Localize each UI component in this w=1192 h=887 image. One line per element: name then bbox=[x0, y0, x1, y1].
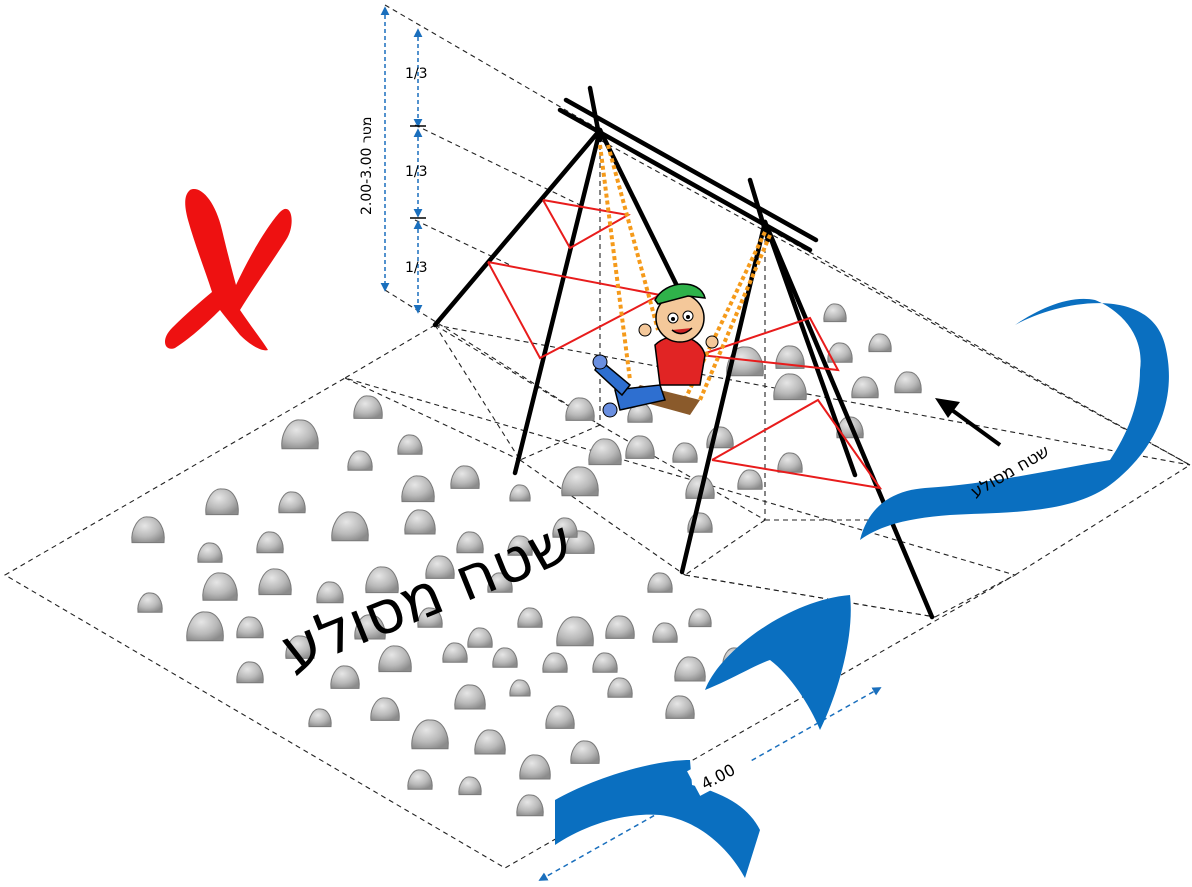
rock bbox=[256, 531, 284, 554]
rock bbox=[330, 665, 360, 689]
rock bbox=[454, 684, 486, 710]
rock bbox=[236, 661, 264, 684]
rock bbox=[487, 572, 513, 593]
rock bbox=[737, 469, 763, 490]
rock bbox=[509, 679, 531, 697]
rock bbox=[607, 677, 633, 698]
rock bbox=[492, 647, 518, 668]
rock bbox=[186, 611, 224, 642]
pointer-arrow-icon bbox=[935, 398, 1002, 447]
rock bbox=[773, 373, 807, 401]
rock bbox=[202, 572, 238, 601]
rock bbox=[417, 607, 443, 628]
rock bbox=[561, 466, 599, 497]
rock bbox=[665, 695, 695, 719]
rock bbox=[450, 465, 480, 489]
rock bbox=[407, 769, 433, 790]
rock bbox=[456, 531, 484, 554]
rock bbox=[258, 568, 292, 596]
rock bbox=[281, 419, 319, 450]
red-x-icon bbox=[164, 189, 292, 351]
rock bbox=[397, 434, 423, 455]
height-range-label: 2.00-3.00 מטר bbox=[359, 117, 375, 215]
rock bbox=[868, 333, 892, 353]
width-dimension-label-background bbox=[687, 742, 755, 796]
rock bbox=[777, 452, 803, 473]
rock bbox=[516, 794, 544, 817]
rock bbox=[542, 652, 568, 673]
rock bbox=[823, 303, 847, 323]
rock bbox=[519, 754, 551, 780]
rock bbox=[588, 438, 622, 466]
rock bbox=[625, 435, 655, 459]
rock bbox=[236, 616, 264, 639]
ground-grid bbox=[3, 4, 1191, 869]
height-dimension bbox=[380, 6, 423, 314]
rock bbox=[370, 697, 400, 721]
rock bbox=[474, 729, 506, 755]
rock bbox=[851, 376, 879, 399]
rock bbox=[197, 542, 223, 563]
rock bbox=[894, 371, 922, 394]
rock bbox=[137, 592, 163, 613]
rock bbox=[552, 517, 578, 538]
rock bbox=[674, 656, 706, 682]
swing-frame bbox=[432, 85, 935, 620]
rock bbox=[507, 535, 533, 556]
rock bbox=[652, 622, 678, 643]
rock bbox=[688, 608, 712, 628]
rock bbox=[442, 642, 468, 663]
rock bbox=[647, 572, 673, 593]
rock bbox=[509, 484, 531, 502]
rock bbox=[467, 627, 493, 648]
rock bbox=[565, 397, 595, 421]
rock bbox=[347, 450, 373, 471]
rock bbox=[331, 511, 369, 542]
third-label-bottom: 1/3 bbox=[405, 260, 428, 276]
red-bracing bbox=[487, 199, 883, 490]
rock bbox=[672, 442, 698, 463]
rock bbox=[517, 607, 543, 628]
rock bbox=[316, 581, 344, 604]
rock bbox=[545, 705, 575, 729]
rock bbox=[458, 776, 482, 796]
rock bbox=[401, 475, 435, 503]
third-label-middle: 1/3 bbox=[405, 164, 428, 180]
rock bbox=[131, 516, 165, 544]
rock bbox=[404, 509, 436, 535]
child-on-swing-illustration bbox=[592, 283, 719, 418]
rock bbox=[285, 635, 315, 659]
rock bbox=[570, 740, 600, 764]
rock bbox=[378, 645, 412, 673]
rock bbox=[775, 345, 805, 369]
rock bbox=[425, 555, 455, 579]
rock bbox=[605, 615, 635, 639]
third-label-top: 1/3 bbox=[405, 66, 428, 82]
blue-curved-arrow-icon bbox=[555, 298, 1169, 878]
rock bbox=[556, 616, 594, 647]
rock bbox=[354, 614, 386, 640]
rock bbox=[365, 566, 399, 594]
rock bbox=[205, 488, 239, 516]
rock bbox=[411, 719, 449, 750]
rock bbox=[353, 395, 383, 419]
rock bbox=[308, 708, 332, 728]
rock bbox=[278, 491, 306, 514]
rock bbox=[592, 652, 618, 673]
